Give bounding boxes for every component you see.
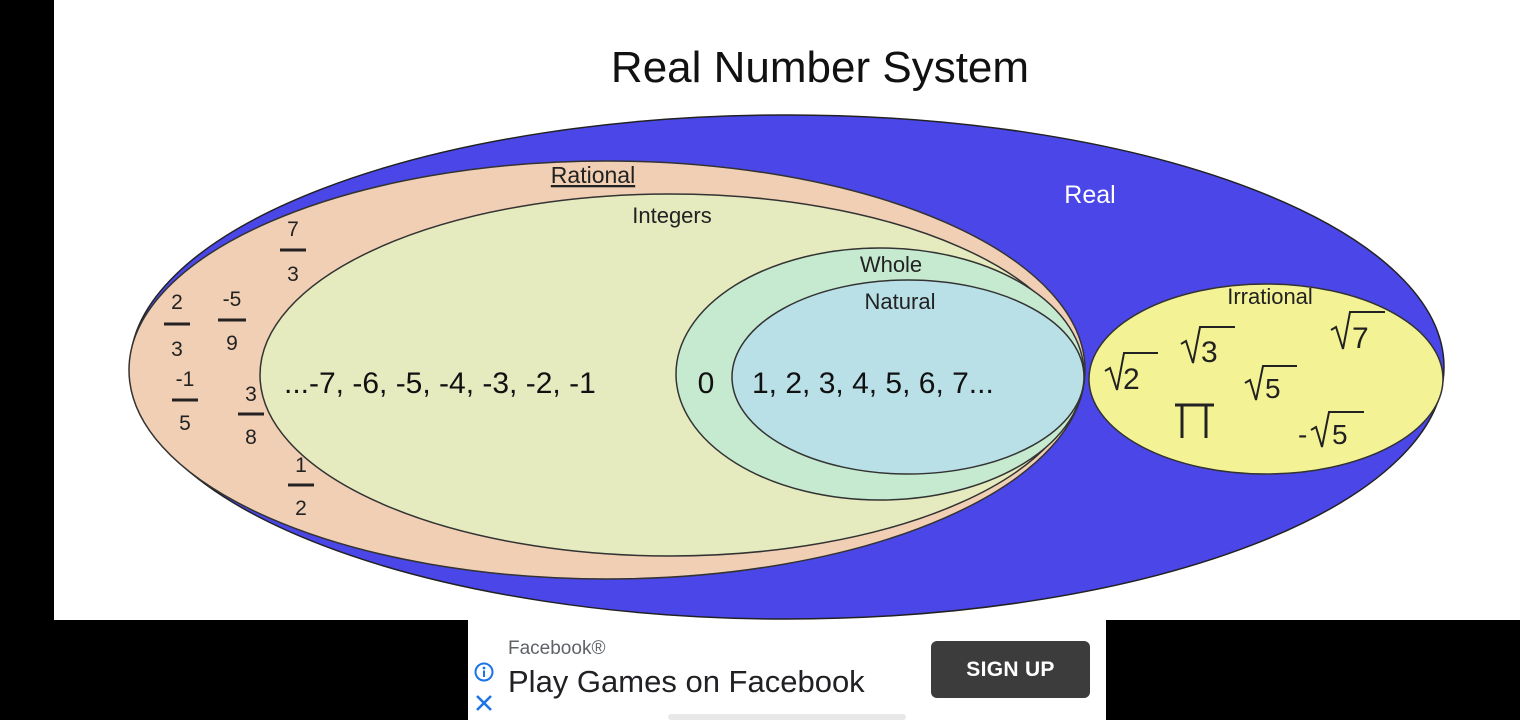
radical: - 5 [1298,411,1364,450]
radical: 5 [1244,365,1297,404]
radical: 2 [1104,352,1158,396]
diagram-title: Real Number System [611,43,1029,92]
natural-set [731,279,1085,475]
radicand: 3 [1201,336,1218,369]
rational-label: Rational [551,162,635,188]
radical: 7 [1330,311,1385,355]
fraction-denominator: 2 [295,497,307,520]
ad-headline[interactable]: Play Games on Facebook [508,664,865,699]
naturals-text: 1, 2, 3, 4, 5, 6, 7... [752,367,994,400]
ad-banner[interactable]: Facebook® Play Games on Facebook SIGN UP [468,620,1106,720]
whole-label: Whole [860,252,922,277]
fraction-denominator: 8 [245,426,257,449]
fraction-numerator: -1 [176,368,195,391]
radical-sign [1330,311,1385,350]
radicand: 2 [1123,363,1140,396]
negative-integers-text: ...-7, -6, -5, -4, -3, -2, -1 [284,367,596,400]
natural-label: Natural [865,289,936,314]
fraction: 3 8 [238,383,264,449]
fraction: 7 3 [280,218,306,286]
radical-sign [1104,352,1158,391]
close-icon[interactable] [474,693,494,713]
radical: 3 [1180,326,1235,369]
integers-label: Integers [632,203,712,228]
fraction: 1 2 [288,454,314,520]
ad-drag-handle [668,714,906,720]
fraction-denominator: 3 [171,338,183,361]
fraction-denominator: 9 [226,332,238,355]
fraction-numerator: 3 [245,383,257,406]
fraction-denominator: 3 [287,263,299,286]
radicand: 5 [1265,373,1281,404]
fraction-numerator: 2 [171,291,183,314]
fraction: -1 5 [172,368,198,435]
fraction-numerator: 1 [295,454,307,477]
sign-up-button[interactable]: SIGN UP [931,641,1090,698]
real-number-system-diagram: Real Number System Real Rational Integer… [128,43,1445,620]
fraction: -5 9 [218,288,246,355]
pi-symbol: π [1175,403,1214,438]
radical-sign [1310,411,1364,448]
irrational-label: Irrational [1227,284,1313,309]
radicand: 7 [1352,322,1369,355]
radical-sign [1244,365,1297,401]
real-label: Real [1064,181,1115,209]
zero-text: 0 [698,367,715,400]
fraction: 2 3 [164,291,190,361]
fraction-numerator: 7 [287,218,299,241]
fraction-denominator: 5 [179,412,191,435]
info-icon[interactable] [474,662,494,682]
fraction-numerator: -5 [223,288,242,311]
radical-prefix: - [1298,419,1307,450]
irrational-set [1088,283,1444,475]
radical-sign [1180,326,1235,364]
ad-sponsor: Facebook® [508,638,606,659]
radicand: 5 [1332,419,1348,450]
